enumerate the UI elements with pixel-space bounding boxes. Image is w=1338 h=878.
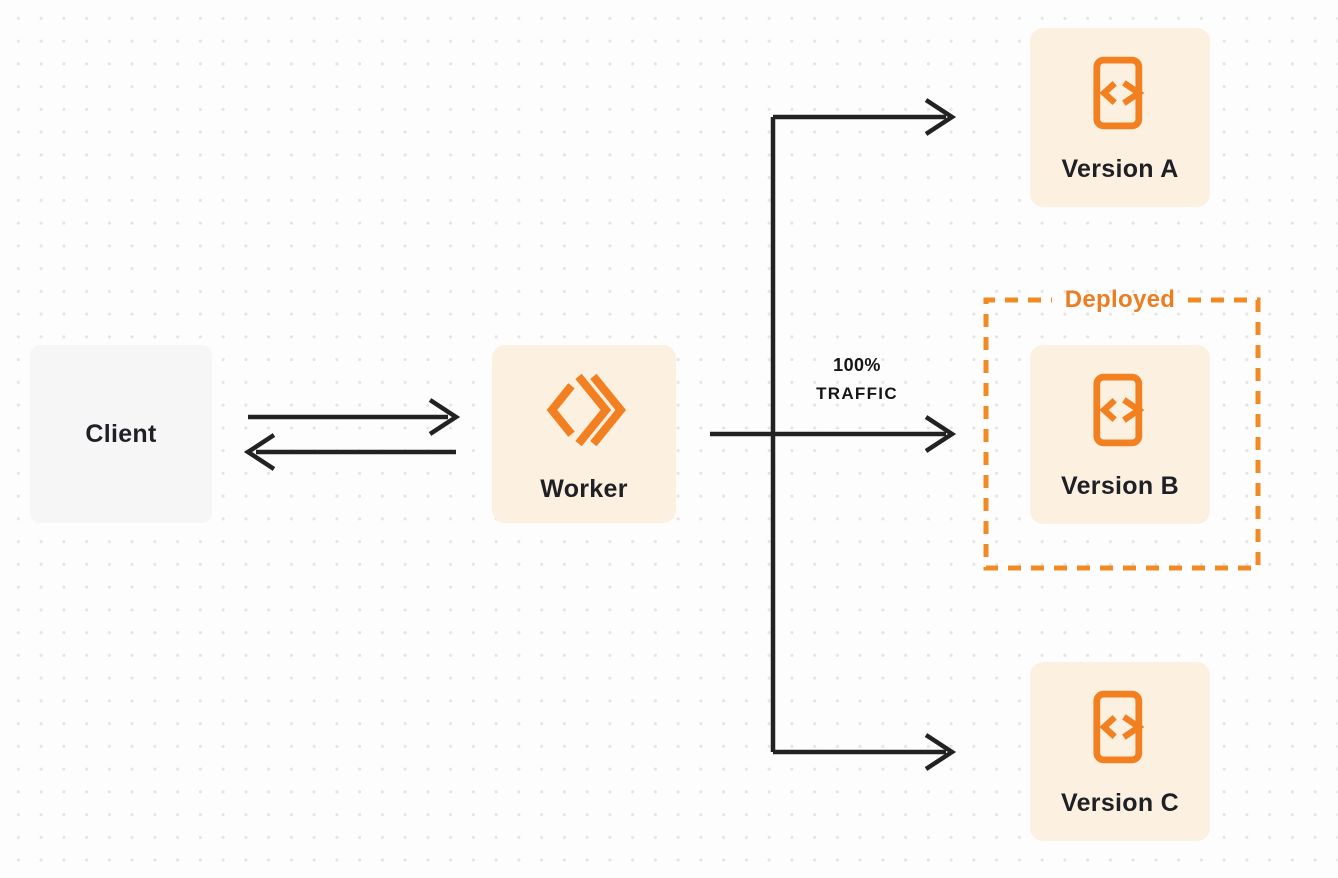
traffic-label: 100% TRAFFIC <box>792 351 922 409</box>
traffic-word: TRAFFIC <box>816 384 898 403</box>
client-label: Client <box>85 419 157 448</box>
version-label-a: Version A <box>1061 155 1179 183</box>
deployed-label: Deployed <box>1064 286 1176 313</box>
branch-arrow-bottom-head <box>924 733 957 771</box>
branch-arrow-top-head <box>924 98 957 136</box>
workers-logo-icon <box>541 370 627 450</box>
code-file-icon <box>1092 55 1148 131</box>
version-node-a: Version A <box>1030 28 1210 207</box>
code-file-icon <box>1092 372 1148 448</box>
client-node: Client <box>30 345 212 523</box>
code-file-icon <box>1092 689 1148 765</box>
worker-label: Worker <box>540 475 628 503</box>
version-label-c: Version C <box>1060 789 1180 817</box>
worker-node: Worker <box>492 345 676 523</box>
request-arrow-head <box>428 398 461 436</box>
branch-arrow-middle-head <box>924 415 957 453</box>
version-node-c: Version C <box>1030 662 1210 841</box>
traffic-percent: 100% <box>833 355 881 375</box>
version-node-b: Version B <box>1030 345 1210 524</box>
version-label-b: Version B <box>1060 472 1180 500</box>
response-arrow-head <box>243 433 276 471</box>
